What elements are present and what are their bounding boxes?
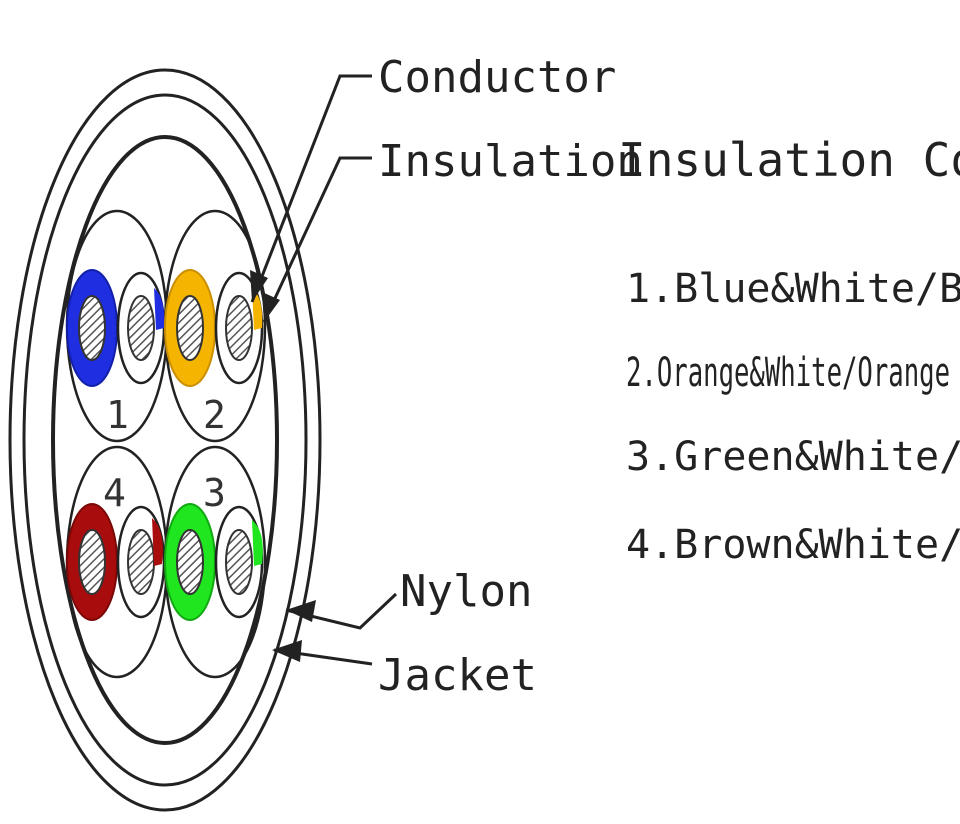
legend-title: Insulation Color: xyxy=(618,133,960,187)
nylon-label: Nylon xyxy=(400,566,532,617)
insulation-label: Insulation xyxy=(378,136,643,187)
conductor-label: Conductor xyxy=(378,52,616,103)
insulation-leader xyxy=(262,156,372,323)
nylon-ring xyxy=(22,93,308,787)
core-boundary-ring xyxy=(51,135,279,745)
pair-2-colored-conductor xyxy=(176,295,204,361)
pair-3-stripe xyxy=(252,520,263,566)
pair-4-colored-conductor xyxy=(78,529,106,595)
pair-3 xyxy=(164,503,264,621)
legend-item-4: 4.Brown&White/Brown xyxy=(626,522,960,568)
pair-4-white-conductor xyxy=(127,529,155,595)
pair-2 xyxy=(164,269,264,387)
pair-1 xyxy=(66,269,166,387)
legend-item-1: 1.Blue&White/Blue xyxy=(626,266,960,312)
pair-2-number: 2 xyxy=(203,393,226,437)
pair-1-stripe xyxy=(154,288,165,330)
pair-4 xyxy=(66,503,166,621)
pair-4-stripe xyxy=(152,518,163,566)
pair-3-white-conductor xyxy=(225,529,253,595)
jacket-leader xyxy=(272,640,373,666)
jacket-outer-ring xyxy=(8,68,322,812)
pair-1-colored-conductor xyxy=(78,295,106,361)
legend-item-3: 3.Green&White/Green xyxy=(626,434,960,480)
pair-3-colored-conductor xyxy=(176,529,204,595)
pair-3-number: 3 xyxy=(203,471,226,515)
jacket-label: Jacket xyxy=(378,650,537,701)
pair-1-white-conductor xyxy=(127,295,155,361)
insulation-color-legend: Insulation Color: 1.Blue&White/Blue 2.Or… xyxy=(618,133,960,568)
pair-4-number: 4 xyxy=(103,471,126,515)
legend-item-2: 2.Orange&White/Orange xyxy=(626,350,950,396)
nylon-leader xyxy=(285,592,398,630)
pair-2-white-conductor xyxy=(225,295,253,361)
conductor-leader xyxy=(250,74,372,303)
pair-1-number: 1 xyxy=(106,393,129,437)
